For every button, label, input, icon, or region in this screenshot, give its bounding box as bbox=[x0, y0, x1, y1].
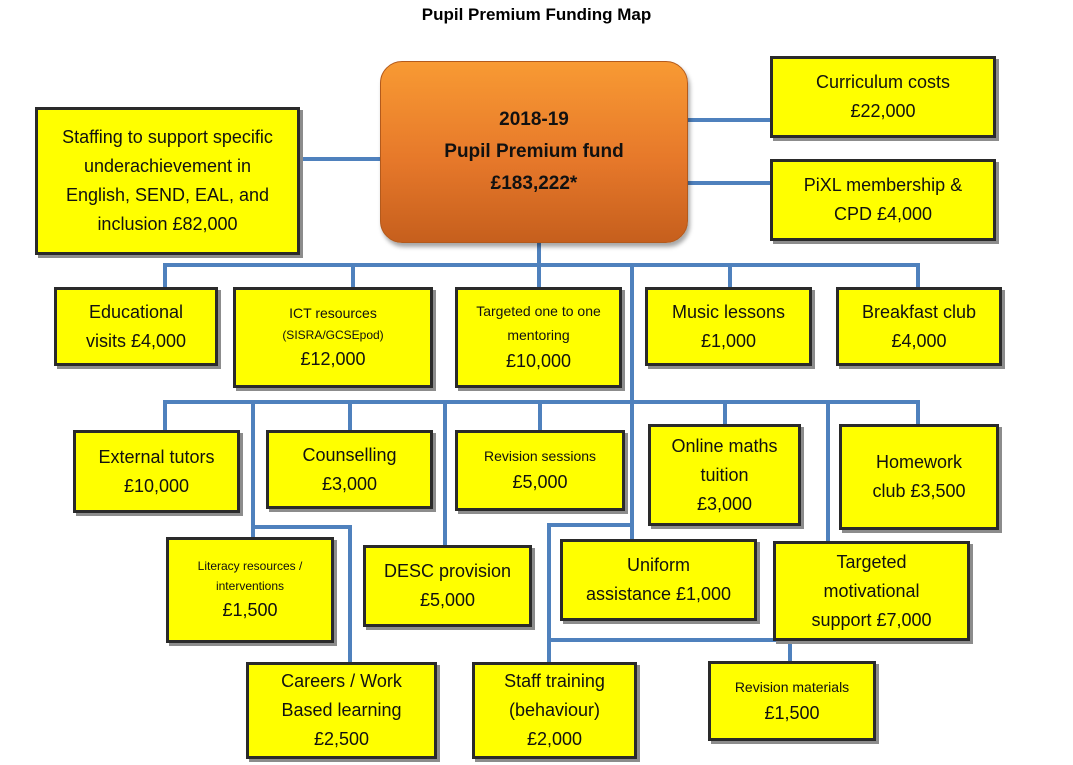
literacy-resources-box: Literacy resources / interventions £1,50… bbox=[166, 537, 334, 643]
literacy-amount: £1,500 bbox=[222, 599, 278, 620]
fund-amount: £183,222* bbox=[490, 173, 578, 194]
mentoring-title: Targeted one to one bbox=[476, 303, 601, 319]
uniform-line: Uniform bbox=[626, 555, 690, 575]
counselling-line: Counselling bbox=[302, 444, 397, 465]
educational-visits-line: Educational bbox=[88, 301, 184, 322]
revision-materials-box: Revision materials £1,500 bbox=[708, 661, 876, 741]
staffing-line: underachievement in bbox=[83, 156, 252, 176]
counselling-box: Counselling £3,000 bbox=[266, 430, 433, 509]
music-lessons-box: Music lessons £1,000 bbox=[645, 287, 812, 366]
staff-training-line: Staff training bbox=[504, 671, 605, 691]
staffing-box: Staffing to support specific underachiev… bbox=[35, 107, 300, 255]
online-maths-line: tuition bbox=[700, 464, 749, 485]
revision-sessions-title: Revision sessions bbox=[483, 448, 597, 464]
pixl-membership-box: PiXL membership & CPD £4,000 bbox=[770, 159, 996, 241]
educational-visits-line: visits £4,000 bbox=[85, 330, 187, 351]
staff-training-box: Staff training (behaviour) £2,000 bbox=[472, 662, 637, 759]
staffing-line: English, SEND, EAL, and bbox=[65, 185, 270, 205]
motivational-line: support £7,000 bbox=[811, 609, 932, 630]
desc-line: £5,000 bbox=[419, 590, 476, 610]
online-maths-line: Online maths bbox=[671, 435, 778, 456]
breakfast-club-box: Breakfast club £4,000 bbox=[836, 287, 1002, 366]
music-line: £1,000 bbox=[700, 330, 757, 351]
literacy-title: Literacy resources / bbox=[197, 558, 303, 573]
curriculum-costs-box: Curriculum costs £22,000 bbox=[770, 56, 996, 138]
homework-line: club £3,500 bbox=[872, 481, 966, 501]
revision-sessions-amount: £5,000 bbox=[512, 472, 568, 492]
online-maths-line: £3,000 bbox=[696, 493, 753, 514]
careers-line: £2,500 bbox=[313, 729, 370, 749]
ict-subtitle: (SISRA/GCSEpod) bbox=[282, 328, 384, 342]
counselling-line: £3,000 bbox=[321, 473, 378, 494]
motivational-line: motivational bbox=[823, 580, 920, 601]
revision-sessions-box: Revision sessions £5,000 bbox=[455, 430, 625, 511]
staffing-line: inclusion £82,000 bbox=[97, 214, 238, 234]
staffing-line: Staffing to support specific bbox=[62, 127, 273, 147]
breakfast-line: Breakfast club bbox=[861, 301, 977, 322]
fund-label: Pupil Premium fund bbox=[444, 141, 624, 162]
uniform-assistance-box: Uniform assistance £1,000 bbox=[560, 539, 757, 621]
external-tutors-line: £10,000 bbox=[123, 475, 190, 496]
pixl-line: PiXL membership & bbox=[803, 175, 963, 195]
motivational-support-box: Targeted motivational support £7,000 bbox=[773, 541, 970, 641]
external-tutors-box: External tutors £10,000 bbox=[73, 430, 240, 513]
homework-line: Homework bbox=[875, 452, 963, 472]
desc-line: DESC provision bbox=[383, 561, 512, 581]
careers-line: Careers / Work bbox=[281, 671, 402, 691]
staff-training-line: £2,000 bbox=[526, 729, 583, 749]
music-line: Music lessons bbox=[671, 301, 786, 322]
revision-materials-title: Revision materials bbox=[734, 678, 850, 695]
breakfast-line: £4,000 bbox=[891, 330, 947, 351]
careers-line: Based learning bbox=[281, 700, 402, 720]
ict-title: ICT resources bbox=[289, 305, 377, 321]
motivational-line: Targeted bbox=[836, 551, 907, 572]
curriculum-line: Curriculum costs bbox=[815, 72, 951, 92]
staff-training-line: (behaviour) bbox=[508, 700, 601, 720]
online-maths-box: Online maths tuition £3,000 bbox=[648, 424, 801, 526]
external-tutors-line: External tutors bbox=[98, 446, 215, 467]
curriculum-line: £22,000 bbox=[850, 101, 916, 121]
revision-materials-amount: £1,500 bbox=[764, 702, 820, 723]
pupil-premium-fund-box: 2018-19 Pupil Premium fund £183,222* bbox=[380, 61, 688, 243]
mentoring-amount: £10,000 bbox=[505, 351, 572, 371]
careers-box: Careers / Work Based learning £2,500 bbox=[246, 662, 437, 759]
pixl-line: CPD £4,000 bbox=[833, 204, 933, 224]
fund-year: 2018-19 bbox=[499, 109, 569, 130]
desc-provision-box: DESC provision £5,000 bbox=[363, 545, 532, 627]
mentoring-box: Targeted one to one mentoring £10,000 bbox=[455, 287, 622, 388]
homework-club-box: Homework club £3,500 bbox=[839, 424, 999, 530]
ict-resources-box: ICT resources (SISRA/GCSEpod) £12,000 bbox=[233, 287, 433, 388]
uniform-line: assistance £1,000 bbox=[585, 584, 732, 604]
literacy-subtitle: interventions bbox=[215, 578, 285, 593]
ict-amount: £12,000 bbox=[300, 349, 366, 369]
page-title: Pupil Premium Funding Map bbox=[421, 5, 652, 24]
educational-visits-box: Educational visits £4,000 bbox=[54, 287, 218, 366]
mentoring-subtitle: mentoring bbox=[507, 327, 570, 343]
